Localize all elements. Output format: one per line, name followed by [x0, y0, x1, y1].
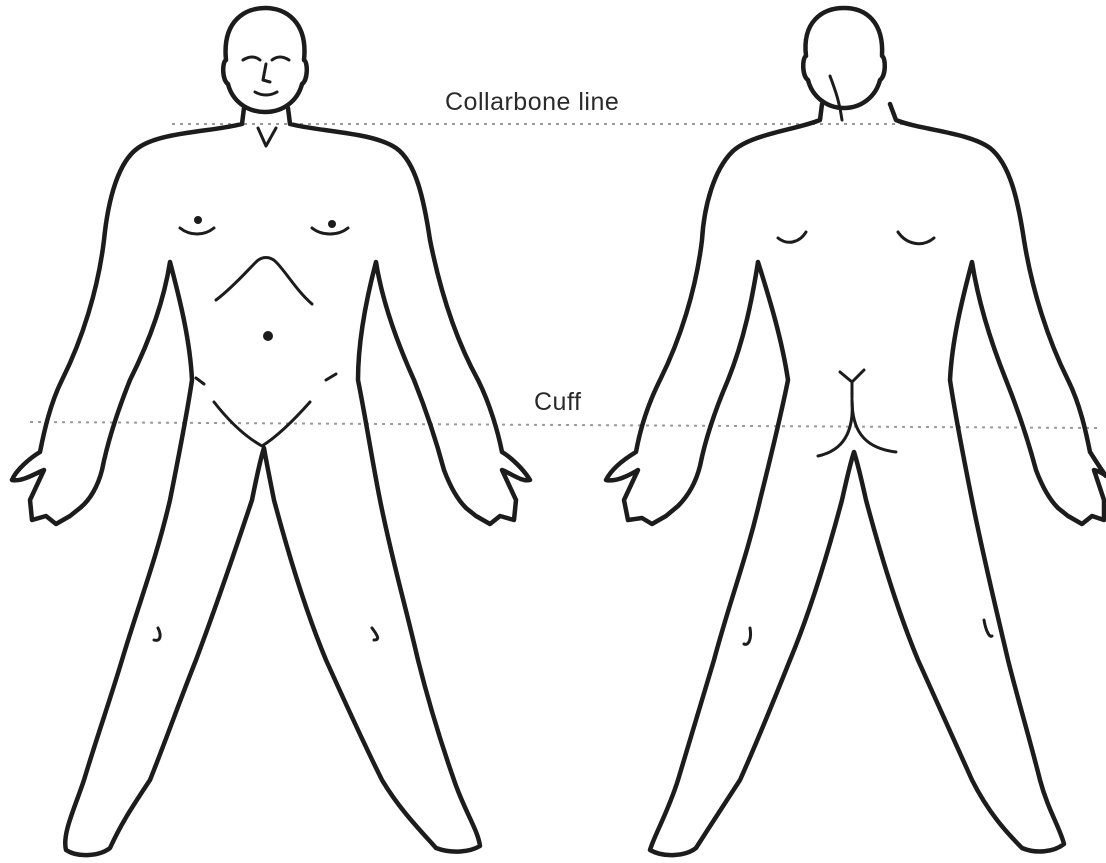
front-left-chest-line — [180, 228, 214, 234]
front-right-knee — [372, 628, 378, 640]
front-left-nipple — [194, 216, 202, 224]
front-body-outline — [12, 108, 530, 855]
back-left-scapula — [778, 232, 806, 242]
front-nose — [263, 64, 270, 82]
front-left-knee — [154, 628, 160, 640]
front-neck-line — [258, 128, 276, 146]
front-left-hip — [196, 378, 204, 384]
front-right-hip — [326, 374, 336, 380]
front-right-eye — [272, 57, 289, 60]
back-left-knee — [744, 628, 751, 644]
back-right-knee — [984, 620, 992, 636]
front-view-figure — [12, 8, 530, 855]
back-head — [803, 8, 885, 108]
back-gluteal-cleft — [840, 370, 864, 398]
back-spine-top — [830, 76, 842, 120]
back-right-buttock — [852, 400, 896, 452]
front-left-eye — [243, 57, 260, 60]
front-right-nipple — [328, 220, 336, 228]
front-right-chest-line — [312, 228, 348, 234]
back-body-outline — [606, 104, 1106, 855]
cuff-guide-line — [30, 422, 1100, 428]
cuff-label: Cuff — [534, 388, 581, 417]
front-navel — [263, 331, 273, 341]
back-left-buttock — [818, 400, 852, 456]
collarbone-line-label: Collarbone line — [445, 88, 619, 117]
front-rib-line — [216, 258, 312, 305]
back-right-scapula — [898, 232, 934, 244]
front-mouth — [255, 92, 277, 95]
back-view-figure — [606, 8, 1106, 855]
